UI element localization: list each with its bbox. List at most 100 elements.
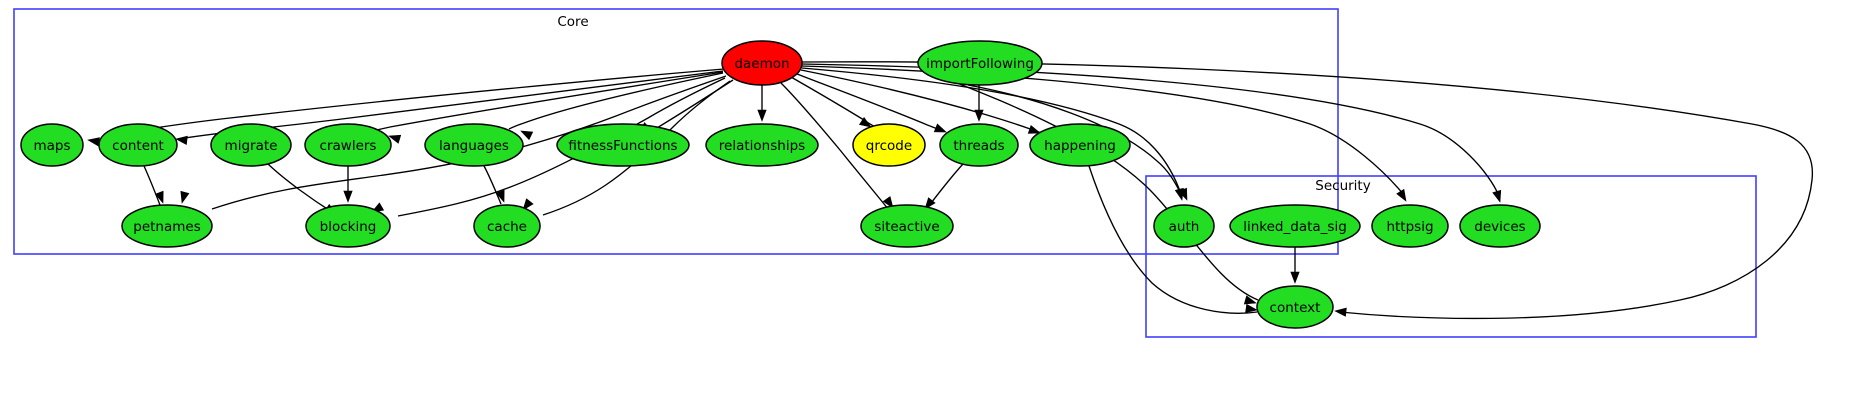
- node-qrcode[interactable]: qrcode: [852, 123, 926, 167]
- node-importFollowing[interactable]: importFollowing: [917, 40, 1043, 86]
- node-shape-maps[interactable]: [20, 123, 84, 167]
- edge-languages-to-cache: [483, 165, 502, 205]
- node-label-crawlers: crawlers: [320, 138, 377, 154]
- node-label-httpsig: httpsig: [1386, 219, 1433, 235]
- edge-daemon-to-auth: [801, 67, 1182, 195]
- node-happening[interactable]: happening: [1029, 123, 1131, 167]
- edge-daemon-to-threads: [796, 73, 944, 132]
- node-threads[interactable]: threads: [939, 123, 1019, 167]
- node-devices[interactable]: devices: [1459, 204, 1541, 248]
- node-label-content: content: [112, 138, 164, 154]
- arrowhead-daemon-to-qrcode: [858, 116, 872, 128]
- arrowhead-crawlers-to-blocking: [343, 190, 353, 203]
- cluster-security: Security: [1145, 175, 1757, 338]
- arrowhead-threads-to-siteactive: [924, 197, 936, 210]
- node-shape-migrate[interactable]: [210, 123, 292, 167]
- arrowhead-daemon-to-threads: [933, 123, 947, 133]
- edge-layer: [102, 61, 1814, 320]
- edge-daemon-to-languages: [508, 72, 724, 130]
- node-shape-cache[interactable]: [473, 204, 541, 248]
- node-shape-httpsig[interactable]: [1371, 204, 1449, 248]
- node-languages[interactable]: languages: [424, 123, 524, 167]
- edge-daemon-to-httpsig: [801, 65, 1405, 196]
- arrowhead-languages-to-cache: [495, 189, 505, 203]
- node-shape-context[interactable]: [1256, 285, 1334, 329]
- node-label-context: context: [1270, 300, 1321, 316]
- arrowhead-daemon-to-context: [1334, 307, 1347, 317]
- cluster-core: Core: [13, 8, 1339, 255]
- node-shape-crawlers[interactable]: [304, 123, 392, 167]
- cluster-label-core: Core: [557, 14, 588, 30]
- node-label-languages: languages: [439, 138, 509, 154]
- arrowhead-daemon-to-crawlers: [388, 134, 402, 144]
- node-label-fitnessFunctions: fitnessFunctions: [568, 138, 677, 154]
- arrowhead-importFollowing-to-auth: [1178, 187, 1188, 201]
- node-label-threads: threads: [953, 138, 1004, 154]
- node-shape-petnames[interactable]: [121, 204, 213, 248]
- arrowhead-daemon-to-devices: [1492, 189, 1502, 203]
- node-layer: daemon importFollowing maps content migrate c…: [20, 40, 1541, 329]
- node-shape-blocking[interactable]: [305, 204, 391, 248]
- node-shape-relationships[interactable]: [705, 123, 819, 167]
- arrowhead-linked_data_sig-to-context: [1290, 271, 1300, 284]
- arrowhead-daemon-to-languages: [520, 130, 534, 141]
- edge-importFollowing-to-context: [946, 78, 1259, 301]
- node-crawlers[interactable]: crawlers: [304, 123, 392, 167]
- arrowhead-daemon-to-cache: [522, 198, 534, 211]
- arrowhead-daemon-to-relationships: [757, 109, 767, 122]
- node-context[interactable]: context: [1256, 285, 1334, 329]
- edge-content-to-petnames: [143, 165, 161, 206]
- arrowhead-happening-to-context: [1245, 303, 1258, 314]
- cluster-border-security: [1145, 175, 1757, 338]
- node-label-maps: maps: [33, 138, 70, 154]
- edge-migrate-to-blocking: [267, 163, 333, 213]
- node-label-migrate: migrate: [225, 138, 278, 154]
- edge-daemon-to-context: [801, 61, 1814, 320]
- node-shape-fitnessFunctions[interactable]: [556, 123, 690, 167]
- node-cache[interactable]: cache: [473, 204, 541, 248]
- node-shape-happening[interactable]: [1029, 123, 1131, 167]
- cluster-label-security: Security: [1315, 178, 1370, 194]
- node-label-blocking: blocking: [320, 219, 377, 235]
- node-label-cache: cache: [487, 219, 527, 235]
- node-daemon[interactable]: daemon: [721, 40, 803, 86]
- edge-daemon-to-devices: [801, 63, 1500, 197]
- node-linked_data_sig[interactable]: linked_data_sig: [1229, 204, 1361, 248]
- node-label-siteactive: siteactive: [874, 219, 939, 235]
- node-httpsig[interactable]: httpsig: [1371, 204, 1449, 248]
- node-shape-content[interactable]: [98, 123, 178, 167]
- node-shape-threads[interactable]: [939, 123, 1019, 167]
- node-fitnessFunctions[interactable]: fitnessFunctions: [556, 123, 690, 167]
- node-label-daemon: daemon: [734, 56, 789, 72]
- node-auth[interactable]: auth: [1153, 204, 1215, 248]
- node-shape-siteactive[interactable]: [860, 204, 954, 248]
- arrowhead-importFollowing-to-threads: [974, 109, 984, 122]
- edge-threads-to-siteactive: [927, 163, 964, 208]
- node-shape-devices[interactable]: [1459, 204, 1541, 248]
- node-siteactive[interactable]: siteactive: [860, 204, 954, 248]
- node-blocking[interactable]: blocking: [305, 204, 391, 248]
- edge-daemon-to-crawlers: [368, 71, 724, 133]
- arrowhead-daemon-to-maps: [87, 137, 100, 147]
- node-shape-languages[interactable]: [424, 123, 524, 167]
- node-content[interactable]: content: [98, 123, 178, 167]
- node-shape-importFollowing[interactable]: [917, 40, 1043, 86]
- node-shape-linked_data_sig[interactable]: [1229, 204, 1361, 248]
- node-petnames[interactable]: petnames: [121, 204, 213, 248]
- node-shape-daemon[interactable]: [721, 40, 803, 86]
- node-label-linked_data_sig: linked_data_sig: [1243, 219, 1347, 235]
- node-label-relationships: relationships: [719, 138, 805, 154]
- node-migrate[interactable]: migrate: [210, 123, 292, 167]
- node-relationships[interactable]: relationships: [705, 123, 819, 167]
- cluster-border-core: [13, 8, 1339, 255]
- node-label-importFollowing: importFollowing: [926, 56, 1034, 72]
- node-label-devices: devices: [1474, 219, 1525, 235]
- arrowhead-daemon-to-httpsig: [1396, 188, 1407, 202]
- node-label-qrcode: qrcode: [866, 138, 912, 154]
- node-maps[interactable]: maps: [20, 123, 84, 167]
- node-label-happening: happening: [1044, 138, 1116, 154]
- node-shape-qrcode[interactable]: [852, 123, 926, 167]
- node-shape-auth[interactable]: [1153, 204, 1215, 248]
